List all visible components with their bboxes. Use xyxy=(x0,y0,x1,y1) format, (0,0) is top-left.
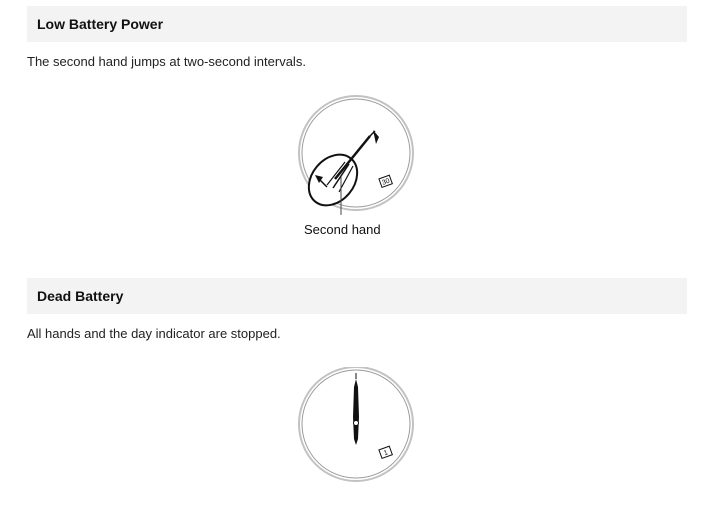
low-battery-watch-figure: 30 xyxy=(297,95,417,220)
svg-text:1: 1 xyxy=(383,449,389,457)
jump-arrow-icon xyxy=(315,175,328,188)
stopped-hands-icon xyxy=(353,373,359,445)
dead-battery-heading-text: Dead Battery xyxy=(37,288,124,304)
low-battery-heading: Low Battery Power xyxy=(27,6,687,42)
dead-battery-heading: Dead Battery xyxy=(27,278,687,314)
low-battery-heading-text: Low Battery Power xyxy=(37,16,164,32)
svg-text:30: 30 xyxy=(381,178,391,187)
watch-dial-icon: 1 xyxy=(298,366,414,482)
dead-battery-watch-figure: 1 xyxy=(297,366,417,487)
day-indicator-icon: 30 xyxy=(378,174,393,189)
second-hand-label: Second hand xyxy=(304,222,381,237)
day-indicator-icon: 1 xyxy=(378,445,393,460)
dead-battery-description: All hands and the day indicator are stop… xyxy=(27,326,281,341)
watch-dial-icon: 30 xyxy=(298,95,414,220)
low-battery-description: The second hand jumps at two-second inte… xyxy=(27,54,306,69)
